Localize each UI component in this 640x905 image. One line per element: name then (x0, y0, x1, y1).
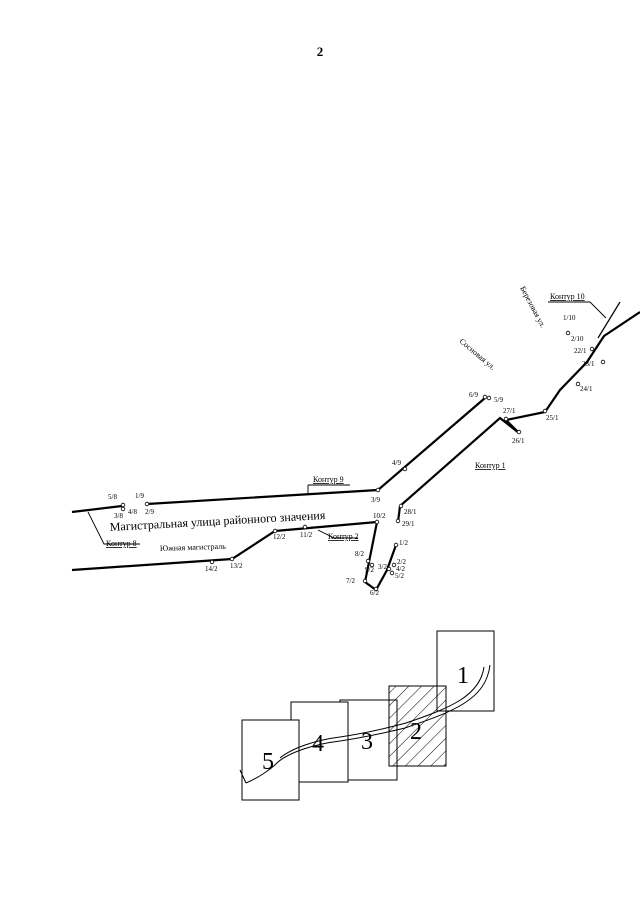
route-contour-8 (71, 504, 140, 545)
sheet-number-2: 2 (410, 719, 422, 745)
point-label: 1/10 (563, 314, 576, 322)
route-contour-1 (396, 301, 640, 523)
point-label: 10/2 (373, 512, 386, 520)
sheet-frame-2-highlighted (388, 685, 447, 767)
point-label: 4/2 (396, 565, 405, 573)
point-label: 23/1 (582, 360, 595, 368)
point-label: 7/2 (346, 577, 355, 585)
point-label: 1/2 (399, 539, 408, 547)
point-label: 6/2 (370, 589, 379, 597)
point-label: 26/1 (512, 437, 525, 445)
point-label: 27/1 (503, 407, 516, 415)
label-contour-10: Контур 10 (550, 292, 585, 301)
point-label: 28/1 (404, 508, 417, 516)
point-label: 5/2 (395, 572, 404, 580)
point-label: 8/2 (355, 550, 364, 558)
sheet-number-1: 1 (457, 663, 469, 689)
point-label: 22/1 (574, 347, 587, 355)
point-label: 6/9 (469, 391, 478, 399)
point-label: 4/8 (128, 508, 137, 516)
street-south: Южная магистраль (160, 542, 227, 553)
point-labels: 1/10 2/10 22/1 23/1 24/1 25/1 27/1 26/1 … (108, 314, 595, 597)
point-label: 3/8 (114, 512, 123, 520)
sheet-frames (241, 630, 495, 801)
point-label: 3/2 (378, 563, 387, 571)
point-label: 14/2 (205, 565, 218, 573)
page-number: 2 (316, 44, 324, 59)
contour-9-leader (307, 484, 350, 495)
point-label: 13/2 (230, 562, 243, 570)
point-label: 2/10 (571, 335, 584, 343)
sheet-frame-5 (241, 719, 300, 801)
sheet-frame-4 (290, 701, 349, 783)
point-label: 5/9 (494, 396, 503, 404)
point-label: 9/2 (365, 566, 374, 574)
point-label: 4/9 (392, 459, 401, 467)
point-label: 2/9 (145, 508, 154, 516)
label-contour-9: Контур 9 (313, 475, 344, 484)
index-route-line (239, 664, 491, 784)
label-contour-1: Контур 1 (475, 461, 506, 470)
label-contour-8: Контур 8 (106, 539, 137, 548)
route-contour-2 (71, 520, 398, 592)
contour-10-leader (548, 301, 607, 319)
point-markers (120, 330, 606, 592)
label-contour-2: Контур 2 (328, 532, 359, 541)
point-label: 24/1 (580, 385, 593, 393)
sheet-number-3: 3 (361, 729, 373, 755)
point-label: 25/1 (546, 414, 559, 422)
sheet-number-4: 4 (312, 731, 324, 757)
point-label: 3/9 (371, 496, 380, 504)
sheet-number-5: 5 (262, 749, 274, 775)
point-label: 1/9 (135, 492, 144, 500)
point-label: 5/8 (108, 493, 117, 501)
point-label: 11/2 (300, 531, 313, 539)
point-label: 29/1 (402, 520, 415, 528)
point-label: 2/2 (397, 558, 406, 566)
point-label: 12/2 (273, 533, 286, 541)
